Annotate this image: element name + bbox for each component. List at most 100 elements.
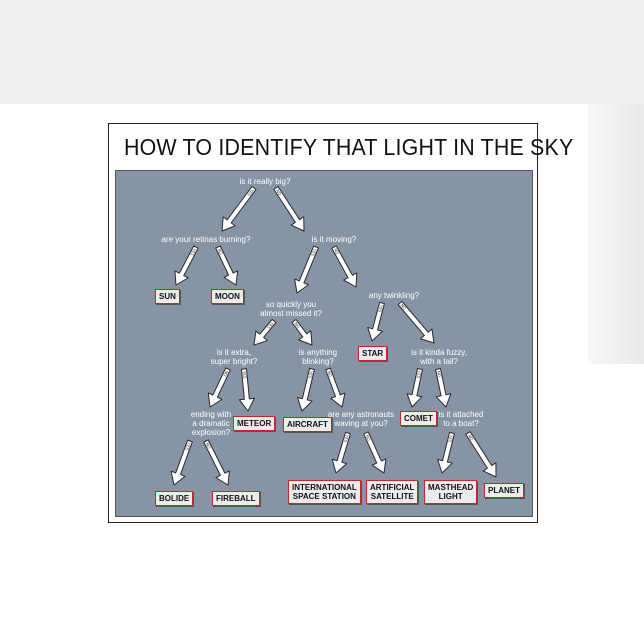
answer-text-line: INTERNATIONAL (292, 483, 357, 492)
answer-text: STAR (362, 349, 384, 358)
arrow-explosion-yes: YES (170, 439, 193, 486)
arrow-label-no: NO (333, 247, 340, 255)
arrow-retinas-yes: YES (174, 245, 199, 286)
arrow-shape (397, 300, 435, 344)
answer-sun: SUN (155, 289, 180, 304)
arrow-label-no: NO (467, 433, 475, 441)
arrow-shape (215, 245, 239, 286)
question-text-line: almost missed it? (260, 309, 322, 318)
arrow-shape (207, 367, 231, 408)
question-text: any twinkling? (368, 291, 420, 300)
arrow-label-no: NO (326, 370, 333, 377)
answer-star: STAR (358, 346, 388, 361)
arrow-moving-no: NO (331, 245, 358, 288)
arrow-boat-yes: YES (437, 431, 455, 474)
flowchart-panel: HOW TO IDENTIFY THAT LIGHT IN THE SKY YE… (108, 123, 574, 523)
arrow-shape (325, 367, 346, 408)
arrow-shape (331, 245, 358, 288)
arrow-label-yes: YES (189, 247, 198, 257)
answer-comet: COMET (400, 411, 437, 426)
question-text-line: so quickly you (265, 300, 317, 309)
arrow-shape (291, 319, 313, 346)
page-title: HOW TO IDENTIFY THAT LIGHT IN THE SKY (123, 134, 574, 160)
question-astronauts: are any astronauts waving at you? (316, 410, 406, 428)
arrow-label-no: NO (365, 434, 372, 442)
arrow-label-yes: YES (447, 433, 454, 443)
diagram-area: YES NO YES NO YES NO YES NO YES NO NO YES YES NO YES NO… (115, 170, 533, 517)
arrow-retinas-no: NO (215, 245, 239, 286)
arrow-shape (253, 318, 277, 346)
question-text-line: blinking? (302, 357, 334, 366)
card-side-panel (588, 104, 644, 364)
question-explosion: ending with a dramatic explosion? (176, 410, 246, 437)
arrow-label-yes: YES (310, 247, 318, 257)
arrow-label-yes: YES (184, 441, 192, 451)
arrow-big-no: NO (273, 186, 305, 232)
answer-text: METEOR (237, 419, 272, 428)
arrow-missed-no: NO (291, 319, 313, 346)
arrow-label-no: NO (205, 442, 212, 450)
question-text-line: is it kinda fuzzy, (411, 348, 467, 357)
arrow-shape (203, 439, 230, 486)
arrow-blink-yes: YES (296, 367, 315, 412)
question-extra-bright: is it extra, super bright? (194, 348, 274, 366)
answer-masthead-light: MASTHEAD LIGHT (424, 480, 478, 504)
answer-meteor: METEOR (233, 416, 276, 431)
question-text: are your retinas burning? (161, 235, 251, 244)
answer-text: COMET (404, 414, 433, 423)
arrow-label-no: NO (275, 188, 283, 196)
arrow-astro-yes: YES (331, 431, 351, 474)
answer-text: SUN (159, 292, 176, 301)
arrow-shape (367, 301, 385, 342)
answer-text: AIRCRAFT (287, 420, 328, 429)
question-retinas: are your retinas burning? (156, 235, 256, 244)
arrow-fuzzy-no: NO (435, 367, 452, 408)
arrow-label-no: NO (399, 303, 407, 311)
arrow-label-yes: YES (416, 369, 423, 379)
question-text-line: to a boat? (443, 419, 479, 428)
arrow-label-yes: YES (307, 369, 314, 379)
arrow-label-no: NO (293, 321, 301, 329)
question-text-line: are any astronauts (327, 410, 395, 419)
answer-aircraft: AIRCRAFT (283, 417, 332, 432)
arrow-shape (296, 367, 315, 412)
arrow-label-yes: YES (377, 303, 384, 313)
answer-text-line: MASTHEAD (428, 483, 474, 492)
question-text-line: with a tail? (420, 357, 458, 366)
arrow-explosion-no: NO (203, 439, 230, 486)
question-moving: is it moving? (299, 235, 369, 244)
arrow-missed-yes: YES (253, 318, 277, 346)
arrow-big-yes: YES (221, 186, 257, 232)
arrow-shape (435, 367, 452, 408)
question-text-line: is it attached (438, 410, 484, 419)
arrow-shape (406, 367, 423, 408)
answer-text-line: ARTIFICIAL (370, 483, 415, 492)
arrow-moving-yes: YES (294, 245, 319, 294)
answer-moon: MOON (211, 289, 244, 304)
question-text-line: waving at you? (334, 419, 388, 428)
question-text-line: ending with (190, 410, 232, 419)
arrow-shape (294, 245, 319, 294)
answer-text: PLANET (488, 486, 520, 495)
question-text-line: a dramatic (192, 419, 230, 428)
answer-text-line: SPACE STATION (292, 492, 356, 501)
question-text: is it really big? (239, 177, 291, 186)
question-text-line: super bright? (210, 357, 258, 366)
arrow-shape (170, 439, 193, 486)
arrow-twinkle-yes: YES (367, 301, 385, 342)
answer-planet: PLANET (484, 483, 524, 498)
arrow-shape (363, 431, 387, 474)
arrow-fuzzy-yes: YES (406, 367, 423, 408)
arrow-label-no: NO (222, 370, 229, 378)
arrow-label-yes: YES (242, 370, 248, 379)
arrow-shape (465, 431, 497, 478)
arrow-shape (174, 245, 199, 286)
arrow-astro-no: NO (363, 431, 387, 474)
answer-bolide: BOLIDE (155, 491, 194, 506)
answer-text: FIREBALL (216, 494, 256, 503)
arrow-label-yes: YES (266, 320, 276, 330)
question-text: is it moving? (311, 235, 357, 244)
question-blinking: is anything blinking? (283, 348, 353, 366)
arrow-shape (221, 186, 257, 232)
arrow-shape (437, 431, 455, 474)
